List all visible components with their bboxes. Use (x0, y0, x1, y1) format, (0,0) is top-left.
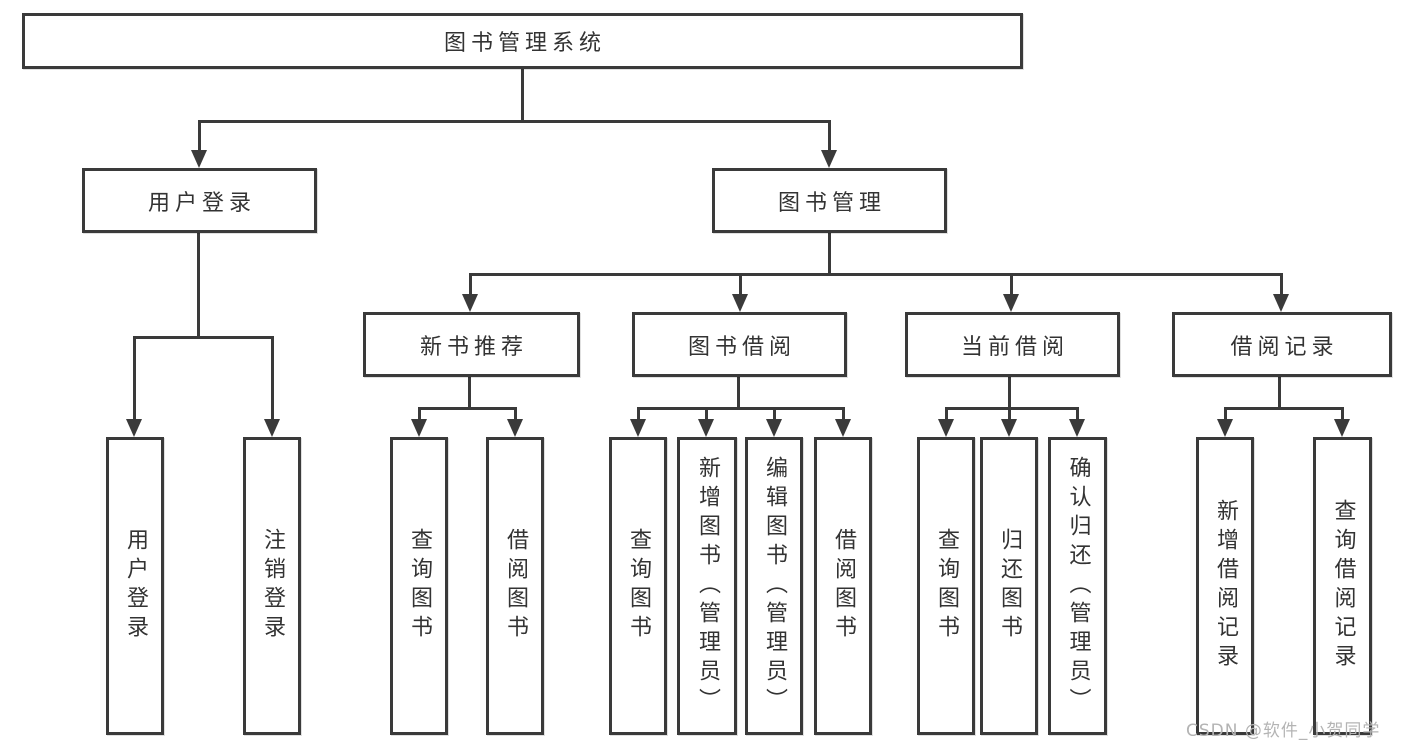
connector-line (198, 120, 831, 123)
arrowhead-icon (126, 419, 142, 437)
arrowhead-icon (506, 419, 523, 437)
arrowhead-icon (697, 419, 714, 437)
connector-arrow-stem (738, 273, 742, 296)
connector-arrow-stem (772, 407, 776, 421)
connector-arrow-stem (271, 336, 274, 421)
arrowhead-icon (461, 294, 478, 312)
connector-arrow-stem (468, 273, 472, 296)
arrowhead-icon (820, 150, 837, 168)
leaf-borrow-add-books-admin: 新增图书（管理员） (677, 437, 737, 735)
connector-line (827, 233, 831, 273)
node-library-system: 图书管理系统 (22, 13, 1023, 69)
arrowhead-icon (410, 419, 427, 437)
leaf-user-login: 用户登录 (106, 437, 164, 735)
arrowhead-icon (937, 419, 954, 437)
connector-arrow-stem (1007, 407, 1011, 421)
leaf-current-return-books: 归还图书 (980, 437, 1038, 735)
connector-line (736, 377, 740, 407)
arrowhead-icon (731, 294, 748, 312)
node-book-management: 图书管理 (712, 168, 947, 233)
arrowhead-icon (834, 419, 851, 437)
connector-arrow-stem (197, 120, 201, 152)
connector-arrow-stem (636, 407, 640, 421)
leaf-records-query-record: 查询借阅记录 (1313, 437, 1372, 735)
leaf-borrow-query-books: 查询图书 (609, 437, 667, 735)
arrowhead-icon (1216, 419, 1233, 437)
connector-arrow-stem (513, 407, 517, 421)
arrowhead-icon (629, 419, 646, 437)
connector-arrow-stem (1279, 273, 1283, 296)
arrowhead-icon (765, 419, 782, 437)
connector-arrow-stem (133, 336, 136, 421)
connector-arrow-stem (1340, 407, 1344, 421)
watermark: CSDN @软件_小贺同学 (1186, 721, 1381, 741)
connector-line (467, 377, 471, 407)
leaf-current-query-books: 查询图书 (917, 437, 975, 735)
connector-arrow-stem (827, 120, 831, 152)
arrowhead-icon (1068, 419, 1085, 437)
arrowhead-icon (1002, 294, 1019, 312)
connector-line (637, 407, 844, 410)
leaf-current-confirm-return-admin: 确认归还（管理员） (1048, 437, 1107, 735)
leaf-newbook-query-books: 查询图书 (390, 437, 448, 735)
node-borrow-records: 借阅记录 (1172, 312, 1392, 377)
connector-arrow-stem (417, 407, 421, 421)
connector-arrow-stem (704, 407, 708, 421)
leaf-logout: 注销登录 (243, 437, 301, 735)
connector-arrow-stem (1009, 273, 1013, 296)
connector-arrow-stem (841, 407, 845, 421)
leaf-borrow-borrow-books: 借阅图书 (814, 437, 872, 735)
connector-arrow-stem (1223, 407, 1227, 421)
connector-line (196, 233, 200, 336)
connector-line (520, 69, 524, 120)
connector-line (1277, 377, 1281, 407)
arrowhead-icon (264, 419, 280, 437)
node-user-login: 用户登录 (82, 168, 317, 233)
connector-line (469, 273, 1282, 276)
connector-line (945, 407, 1079, 410)
node-book-borrow: 图书借阅 (632, 312, 847, 377)
connector-line (418, 407, 516, 410)
connector-line (1224, 407, 1343, 410)
node-new-book-recommend: 新书推荐 (363, 312, 580, 377)
arrowhead-icon (190, 150, 207, 168)
connector-line (133, 336, 274, 339)
connector-line (1007, 377, 1011, 407)
leaf-records-add-record: 新增借阅记录 (1196, 437, 1254, 735)
connector-arrow-stem (944, 407, 948, 421)
arrowhead-icon (1333, 419, 1350, 437)
leaf-newbook-borrow-books: 借阅图书 (486, 437, 544, 735)
connector-arrow-stem (1075, 407, 1079, 421)
arrowhead-icon (1000, 419, 1017, 437)
leaf-borrow-edit-books-admin: 编辑图书（管理员） (745, 437, 803, 735)
node-current-borrow: 当前借阅 (905, 312, 1120, 377)
arrowhead-icon (1272, 294, 1289, 312)
